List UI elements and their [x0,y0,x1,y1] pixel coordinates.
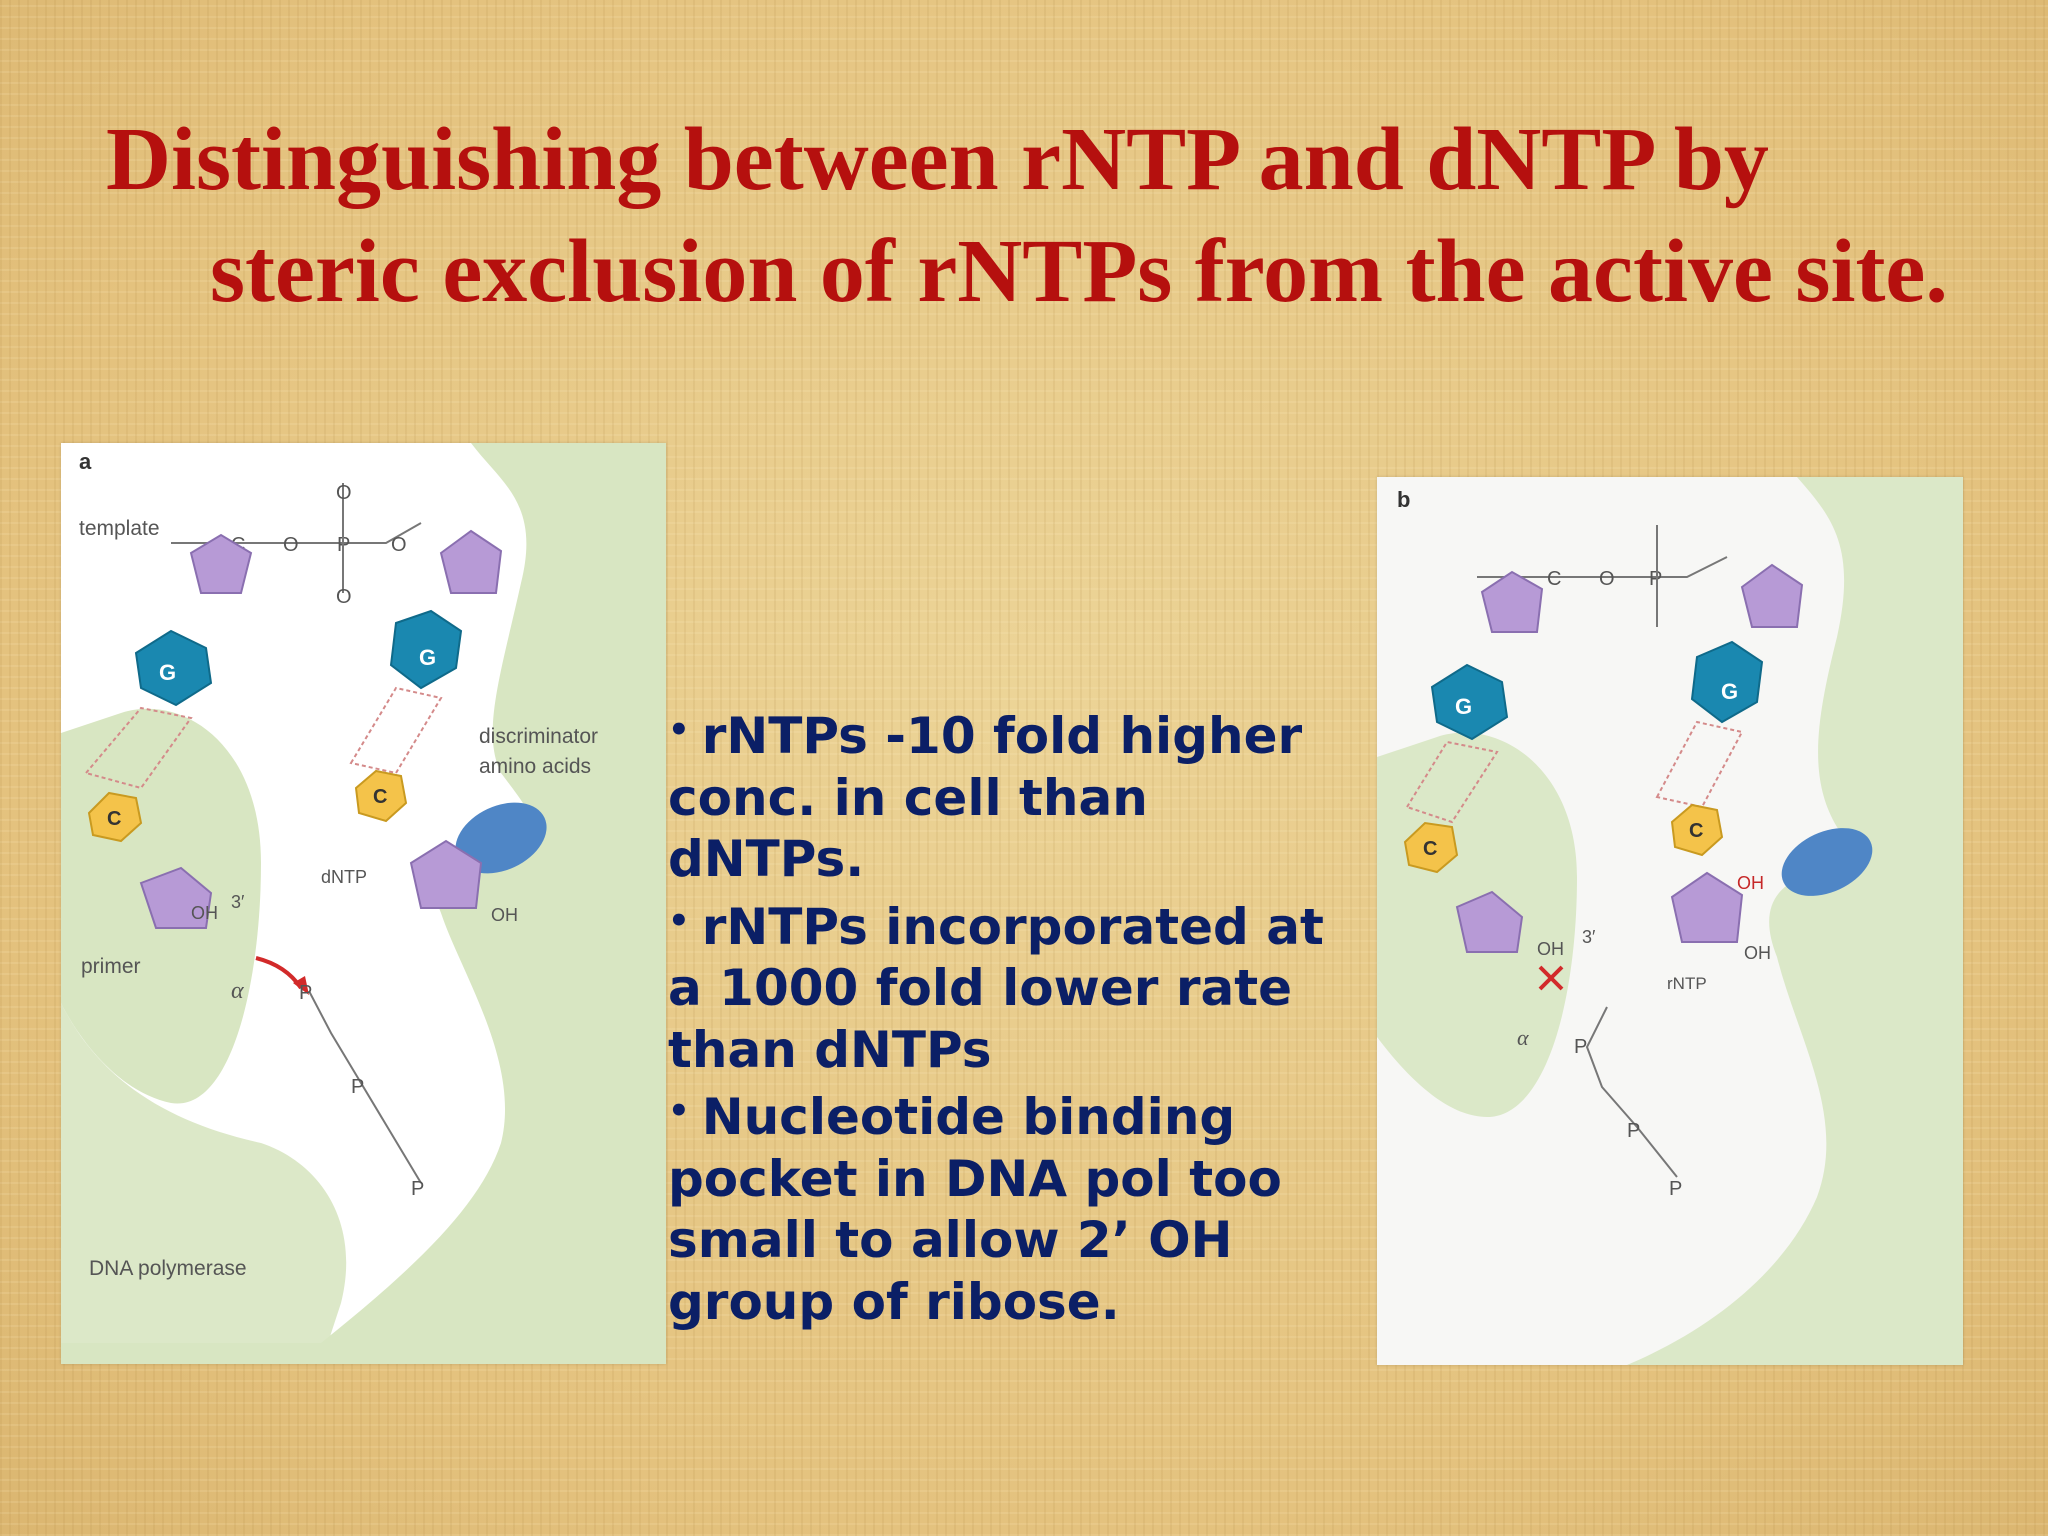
template-label: template [79,517,160,540]
bullet-text-1: rNTPs -10 fold higher conc. in cell than… [668,707,1303,888]
rntp-label: rNTP [1667,974,1707,993]
base-g-right-label: G [419,645,436,670]
base-c-right-b [1670,803,1724,857]
template-phosphorus-b: P [1649,568,1662,590]
figure-b-diagram: b C O P G G C C OH 3′ OH OH rNTP α P P P [1377,477,1963,1365]
template-sugar-left [189,533,253,594]
bullet-dot: • [668,900,690,941]
discriminator-amino-acids [455,802,547,874]
base-c-right-label: C [373,786,387,808]
beta-phosphorus: P [351,1076,364,1098]
base-g-right [389,609,463,690]
alpha-label: α [231,978,244,1004]
primer-oh: OH [191,903,218,923]
base-pair-right [349,686,443,775]
figure-a-dntp-binding: a template C O P O O O G G C C discrimin… [61,443,666,1364]
bullet-item-1: •rNTPs -10 fold higher conc. in cell tha… [668,700,1358,891]
base-pair-right-b [1655,720,1744,809]
alpha-phosphorus-b: P [1574,1036,1587,1058]
base-g-left-label-b: G [1455,694,1472,719]
discriminator-amino-acids-b [1781,828,1873,896]
gamma-phosphorus-b: P [1669,1178,1682,1200]
base-g-left-b [1430,663,1509,741]
bullet-dot: • [668,1091,690,1131]
panel-label-b: b [1397,487,1410,512]
beta-phosphorus-b: P [1627,1120,1640,1142]
base-pair-left [84,706,193,790]
bullet-text-3: Nucleotide binding pocket in DNA pol too… [668,1088,1282,1331]
rntp-2prime-oh: OH [1737,873,1764,893]
template-sugar-left-b [1480,570,1544,633]
bullet-item-3: •Nucleotide binding pocket in DNA pol to… [668,1081,1358,1333]
phosphate-oxygen-bottom: O [336,586,352,608]
template-backbone-b [1477,556,1728,578]
dna-polymerase-label: DNA polymerase [89,1257,247,1280]
bullet-dot: • [668,710,690,750]
discriminator-label-2: amino acids [479,755,591,778]
alpha-label-b: α [1517,1025,1529,1050]
dntp-oh: OH [491,905,518,925]
blocked-cross-2 [1538,965,1564,991]
primer-label: primer [81,955,141,978]
title-line-2: steric exclusion of rNTPs from the activ… [210,222,1948,321]
template-oxygen-2: O [391,534,407,556]
base-c-right [354,769,408,823]
figure-b-rntp-exclusion: b C O P G G C C OH 3′ OH OH rNTP α P P P [1377,477,1963,1365]
base-c-left-b [1403,821,1459,874]
base-g-right-b [1690,640,1764,724]
triphosphate-chain-b [1585,1006,1678,1178]
base-g-left [134,629,213,707]
slide-title: Distinguishing between rNTP and dNTP by … [106,104,2006,328]
base-g-left-label: G [159,660,176,685]
discriminator-label-1: discriminator [479,725,598,748]
attack-arrow-head [293,976,309,995]
base-c-left-label: C [107,808,121,830]
template-sugar-right-b [1740,563,1804,628]
base-c-right-label-b: C [1689,820,1703,842]
bullet-text-2: rNTPs incorporated at a 1000 fold lower … [668,897,1324,1079]
primer-3-prime-b: 3′ [1582,927,1596,947]
bullet-item-2: •rNTPs incorporated at a 1000 fold lower… [668,891,1358,1082]
base-c-left-label-b: C [1423,838,1437,860]
alpha-phosphorus: P [299,982,312,1004]
primer-sugar-b [1455,890,1524,953]
primer-oh-b: OH [1537,939,1564,959]
enzyme-lower-left [61,1003,347,1364]
phosphate-oxygen-top: O [336,482,352,504]
template-sugar-right [439,529,503,594]
primer-sugar [139,866,213,929]
dntp-sugar [409,839,483,909]
template-oxygen-b: O [1599,568,1615,590]
base-pair-left-b [1405,740,1499,824]
primer-3-prime: 3′ [231,892,245,912]
template-carbon-b: C [1547,568,1561,590]
dntp-label: dNTP [321,867,367,887]
rntp-3prime-oh: OH [1744,943,1771,963]
panel-label-a: a [79,449,92,474]
bullet-list: •rNTPs -10 fold higher conc. in cell tha… [668,700,1358,1333]
triphosphate-chain [308,990,422,1184]
figure-a-diagram: a template C O P O O O G G C C discrimin… [61,443,666,1364]
gamma-phosphorus: P [411,1178,424,1200]
base-g-right-label-b: G [1721,679,1738,704]
title-line-1: Distinguishing between rNTP and dNTP by [106,110,1769,209]
template-oxygen: O [283,534,299,556]
rntp-sugar [1670,871,1744,943]
base-c-left [87,791,143,843]
